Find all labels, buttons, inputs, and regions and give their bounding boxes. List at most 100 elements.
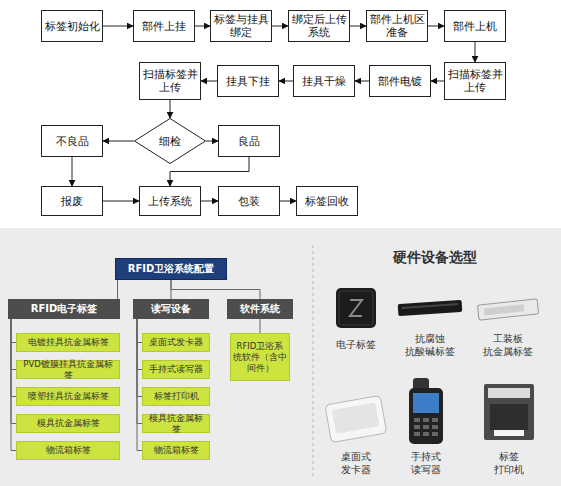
tag-body: [398, 300, 463, 316]
box-text: 物流箱标签: [154, 445, 199, 456]
tree-line: [260, 319, 261, 333]
device-caption: 工装板 抗金属标签: [481, 332, 535, 358]
item-box: 物流箱标签: [16, 441, 120, 460]
flow-arrow: [279, 81, 293, 82]
process-box: 标签回收: [296, 186, 358, 216]
box-text: 良品: [238, 135, 260, 148]
box-text: 扫描标签并上传: [446, 68, 504, 94]
box-text: 部件上挂: [142, 20, 186, 33]
printer-body: [484, 384, 534, 440]
printer-window: [490, 404, 528, 430]
box-text: 部件上机: [453, 20, 497, 33]
reader-key: [423, 418, 429, 422]
device-caption: 抗腐蚀 抗酸碱标签: [403, 332, 457, 358]
process-box: 标签与挂具绑定: [210, 10, 272, 42]
tree-line: [137, 319, 142, 343]
process-box: 上传系统: [139, 186, 201, 216]
box-text: RFID电子标签: [31, 302, 98, 316]
tree-line: [137, 319, 142, 397]
device-caption: 桌面式 发卡器: [331, 450, 381, 476]
item-box: 桌面式发卡器: [142, 333, 210, 352]
box-text: 桌面式发卡器: [149, 337, 203, 348]
gray-panel: [0, 228, 561, 486]
reader-key: [423, 425, 429, 429]
device-caption: 标签 打印机: [484, 450, 534, 476]
tag-inlay: [484, 304, 525, 315]
flow-arrow: [170, 157, 249, 186]
item-box: 模具抗金属标签: [16, 414, 120, 433]
item-box: RFID卫浴系统软件（含中间件）: [230, 333, 290, 381]
tag-highlight: [402, 303, 458, 309]
category-box: RFID电子标签: [8, 299, 120, 319]
desktop-issuer-illustration: [325, 395, 387, 442]
printer-top: [488, 388, 530, 398]
box-text: 标签初始化: [45, 20, 100, 33]
category-box: 软件系统: [227, 299, 293, 319]
process-box: 部件电镀: [369, 65, 431, 97]
reader-key: [432, 418, 438, 422]
flow-arrow: [272, 26, 288, 27]
process-box: 挂具下挂: [217, 65, 279, 97]
reader-key: [432, 432, 438, 436]
item-box: 喷塑挂具抗金属标签: [16, 387, 120, 406]
item-box: 电镀挂具抗金属标签: [16, 333, 120, 352]
box-text: 部件电镀: [378, 75, 422, 88]
device-caption: 电子标签: [329, 338, 383, 351]
box-text: 扫描标签并上传: [141, 68, 199, 94]
flow-arrow: [355, 81, 369, 82]
process-box: 报废: [41, 186, 103, 216]
rfid-tag-illustration: [336, 288, 376, 328]
flow-arrow: [280, 201, 296, 202]
category-box: 读写设备: [133, 299, 209, 319]
box-text: RFID卫浴系统软件（含中间件）: [233, 341, 287, 374]
item-box: 模具抗金属标签: [142, 414, 210, 433]
box-text: 不良品: [56, 135, 89, 148]
reader-key: [423, 432, 429, 436]
box-text: 标签回收: [305, 195, 349, 208]
reader-key: [414, 425, 420, 429]
process-box: 部件上挂: [133, 10, 195, 42]
tree-line: [171, 280, 260, 299]
box-text: 模具抗金属标签: [37, 418, 100, 429]
item-box: 物流箱标签: [142, 441, 210, 460]
tree-line: [171, 280, 172, 299]
tree-line: [11, 319, 16, 424]
box-text: 部件上机区准备: [368, 13, 426, 39]
device-caption: 手持式 读写器: [401, 450, 451, 476]
reader-screen: [413, 393, 439, 413]
process-box: 不良品: [41, 125, 103, 157]
item-box: 手持式读写器: [142, 360, 210, 379]
issuer-body: [325, 395, 387, 442]
tree-line: [11, 319, 16, 370]
flow-arrow: [103, 201, 139, 202]
process-box: 包装: [218, 186, 280, 216]
box-text: 绑定后上传系统: [290, 13, 348, 39]
root-box: RFID卫浴系统配置: [115, 258, 227, 280]
reader-key: [414, 418, 420, 422]
reader-key: [414, 432, 420, 436]
flow-arrow: [201, 81, 217, 82]
item-box: 标签打印机: [142, 387, 210, 406]
flow-arrow: [72, 157, 73, 186]
box-text: 标签与挂具绑定: [212, 13, 270, 39]
tag-logo: [350, 300, 362, 316]
flow-arrow: [350, 26, 366, 27]
box-text: 挂具干燥: [302, 75, 346, 88]
flow-arrow: [170, 100, 171, 118]
process-box: 良品: [218, 125, 280, 157]
flow-arrow: [103, 141, 134, 142]
box-text: 上传系统: [148, 195, 192, 208]
handheld-reader-illustration: [409, 378, 443, 444]
reader-body: [409, 388, 443, 444]
process-box: 挂具干燥: [293, 65, 355, 97]
box-text: 报废: [61, 195, 83, 208]
box-text: 喷塑挂具抗金属标签: [28, 391, 109, 402]
box-text: 读写设备: [151, 302, 191, 316]
flow-arrow: [103, 26, 133, 27]
tree-line: [11, 319, 16, 397]
box-text: PVD镀膜挂具抗金属标签: [19, 359, 117, 381]
corrosion-tag-illustration: [398, 300, 463, 316]
